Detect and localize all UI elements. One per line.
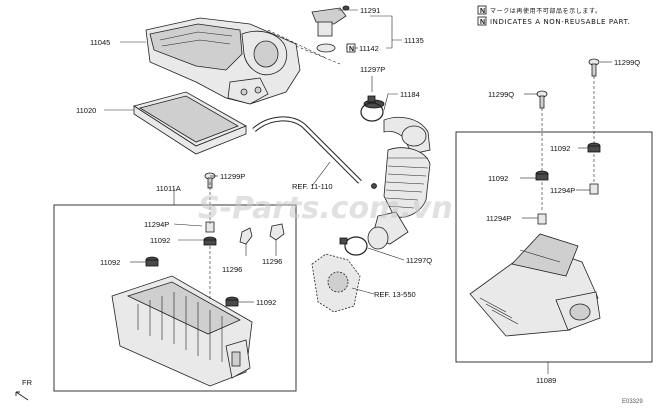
air-cleaner-cover	[145, 17, 301, 105]
badge-11142-text: N	[349, 46, 354, 53]
label-11011a: 11011A	[156, 184, 181, 193]
hose-clamp-upper	[360, 95, 384, 122]
note-badge-1	[477, 5, 487, 15]
label-11296-a: 11296	[222, 265, 242, 274]
badge-11142	[346, 43, 356, 53]
label-11297q: 11297Q	[406, 256, 432, 265]
collar-11294p-r1	[589, 183, 599, 195]
label-11299q-right: 11299Q	[614, 58, 640, 67]
label-11045: 11045	[90, 38, 110, 47]
part-labels: 11291 11045 11135 N 11142 11297P 11184 1…	[76, 6, 640, 385]
diagram-code: E03329	[622, 399, 643, 405]
label-11092-a: 11092	[150, 236, 170, 245]
label-11294p-r2: 11294P	[486, 214, 511, 223]
label-11020: 11020	[76, 106, 96, 115]
label-11296-b: 11296	[262, 257, 282, 266]
note-badge-1-text: N	[480, 8, 485, 15]
intake-duct	[363, 99, 431, 250]
lower-case-frame	[53, 204, 297, 392]
resonator-11089	[469, 233, 601, 337]
label-11184: 11184	[400, 90, 420, 99]
label-11297p: 11297P	[360, 65, 385, 74]
clip-11296-b	[269, 223, 285, 241]
note-line-en: INDICATES A NON-REUSABLE PART.	[490, 18, 631, 26]
throttle-body-ref	[311, 253, 361, 313]
note-badge-2	[477, 16, 487, 26]
label-ref-11-110: REF. 11-110	[292, 182, 333, 191]
label-11092-b: 11092	[100, 258, 120, 267]
airflow-sensor	[311, 5, 350, 53]
front-direction-indicator: FR	[15, 378, 33, 401]
note-badge-2-text: N	[480, 19, 485, 26]
label-11299p: 11299P	[220, 172, 245, 181]
label-ref-13-550: REF. 13-550	[374, 290, 416, 299]
collar-11294p-r2	[537, 213, 547, 225]
grommet-11092-r1	[587, 142, 601, 153]
grommet-11092-a	[203, 236, 217, 246]
bolt-11299q-left	[536, 90, 548, 109]
leader-lines	[104, 9, 612, 374]
resonator-frame	[455, 131, 653, 363]
watermark: S-Parts.com.vn	[198, 191, 453, 226]
air-filter-element	[133, 91, 247, 155]
hose-clamp-lower	[339, 236, 368, 256]
label-11299q: 11299Q	[488, 90, 514, 99]
grommet-11092-b	[145, 256, 159, 267]
label-11294p-r1: 11294P	[550, 186, 575, 195]
clip-11296-a	[239, 227, 253, 245]
label-11089: 11089	[536, 376, 556, 385]
note-line-jp: マークは再使用不可部品を示します。	[490, 7, 602, 15]
grommet-11092-c	[225, 296, 239, 307]
label-11092-r1: 11092	[550, 144, 570, 153]
bolt-11299q-right	[588, 58, 600, 77]
label-11092-r2: 11092	[488, 174, 508, 183]
lower-air-cleaner-case	[111, 275, 253, 387]
breather-hose	[252, 116, 362, 184]
non-reusable-note: N マークは再使用不可部品を示します。 N INDICATES A NON-RE…	[477, 5, 631, 26]
label-11142: 11142	[359, 44, 379, 53]
fr-label: FR	[22, 378, 33, 387]
bolt-11299p	[204, 172, 216, 189]
grommet-11092-r2	[535, 170, 549, 181]
label-11135: 11135	[404, 36, 424, 45]
label-11092-c: 11092	[256, 298, 276, 307]
label-11291: 11291	[360, 6, 380, 15]
label-11294p-left: 11294P	[144, 220, 169, 229]
